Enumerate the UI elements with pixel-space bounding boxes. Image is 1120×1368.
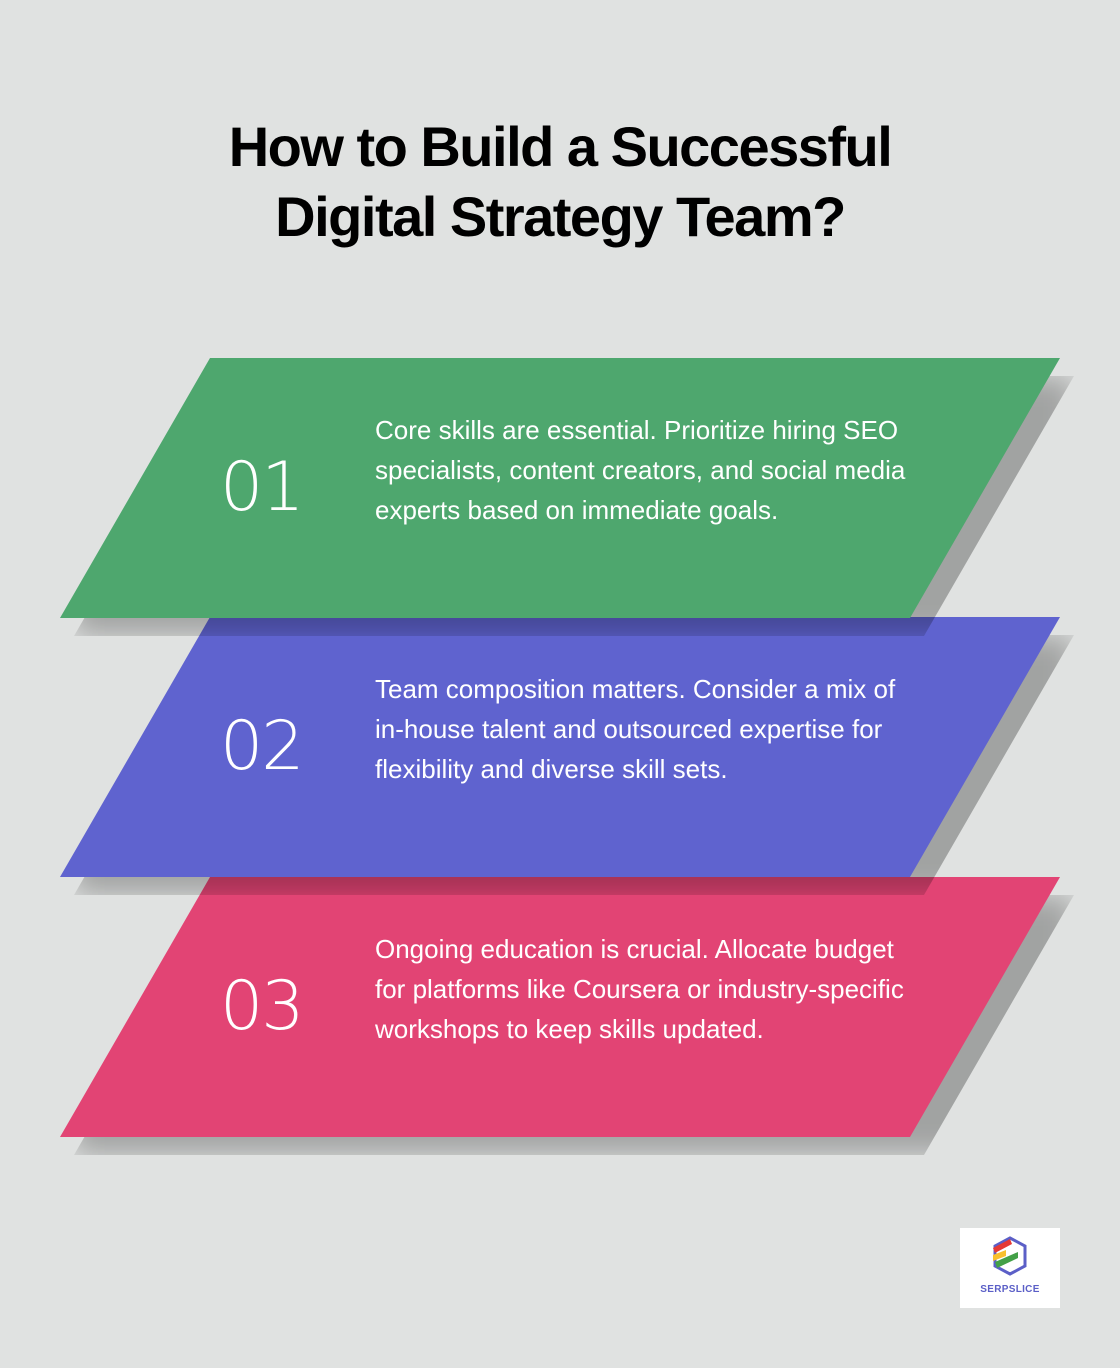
step-3-shape (60, 877, 1060, 1137)
title-line-1: How to Build a Successful (228, 115, 893, 178)
step-2-text: Team composition matters. Consider a mix… (375, 674, 896, 784)
step-1-number: 01 (220, 448, 305, 527)
step-2-number: 02 (220, 707, 305, 786)
serpslice-hexagon-logo-icon (993, 1236, 1027, 1276)
step-3-number: 03 (220, 967, 305, 1046)
step-2-shape (60, 617, 1060, 877)
title-line-2: Digital Strategy Team? (275, 185, 846, 248)
page-title: How to Build a Successful Digital Strate… (0, 112, 1120, 252)
serpslice-logo: SERPSLICE (960, 1228, 1060, 1308)
logo-label: SERPSLICE (980, 1284, 1040, 1295)
step-1-shape (60, 358, 1060, 618)
step-2-band: 02 Team composition matters. Consider a … (60, 617, 1074, 895)
step-3-text: Ongoing education is crucial. Allocate b… (375, 934, 904, 1044)
step-3-band: 03 Ongoing education is crucial. Allocat… (60, 877, 1074, 1155)
step-1-band: 01 Core skills are essential. Prioritize… (60, 358, 1074, 636)
step-1-text: Core skills are essential. Prioritize hi… (375, 415, 906, 525)
